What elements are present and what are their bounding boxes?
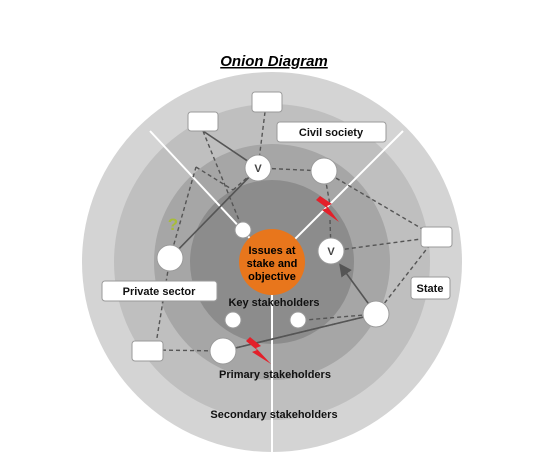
v-marker-top: V [254, 163, 262, 175]
stakeholder-node-inner-small [234, 221, 252, 239]
stakeholder-node-bottom [209, 337, 237, 365]
stakeholder-box-top-left [187, 111, 219, 132]
stakeholder-nodes [156, 154, 390, 365]
stakeholder-node-key-right [289, 311, 307, 329]
stakeholder-node-v-top [244, 154, 272, 182]
center-line-1: Issues at [248, 245, 295, 257]
stakeholder-box-right [420, 226, 453, 248]
civil-society-box [276, 121, 387, 143]
center-line-3: objective [248, 271, 296, 283]
civil-society-label: Civil society [299, 127, 364, 139]
stakeholder-node-left [156, 244, 184, 272]
primary-stakeholders-label: Primary stakeholders [219, 369, 331, 381]
key-stakeholders-label: Key stakeholders [228, 297, 319, 309]
stakeholder-boxes [131, 91, 453, 362]
stakeholder-node-bottom-right [362, 300, 390, 328]
stakeholder-node-key-left [224, 311, 242, 329]
stakeholder-box-top [251, 91, 283, 113]
stakeholder-box-bottom-left [131, 340, 164, 362]
private-sector-box [101, 280, 218, 302]
issues-at-stake-circle [239, 229, 305, 295]
state-label: State [417, 283, 444, 295]
v-marker-right: V [327, 246, 335, 258]
state-box [410, 276, 451, 300]
private-sector-label: Private sector [123, 286, 196, 298]
stakeholder-node-top-right [310, 157, 338, 185]
question-mark-icon: ? [168, 215, 178, 234]
center-line-2: stake and [247, 258, 298, 270]
stakeholder-node-v-right [317, 237, 345, 265]
diagram-title: Onion Diagram [220, 53, 328, 70]
lightning-conflict-icon [246, 337, 271, 364]
secondary-stakeholders-label: Secondary stakeholders [210, 409, 337, 421]
lightning-conflict-icon [316, 196, 339, 222]
